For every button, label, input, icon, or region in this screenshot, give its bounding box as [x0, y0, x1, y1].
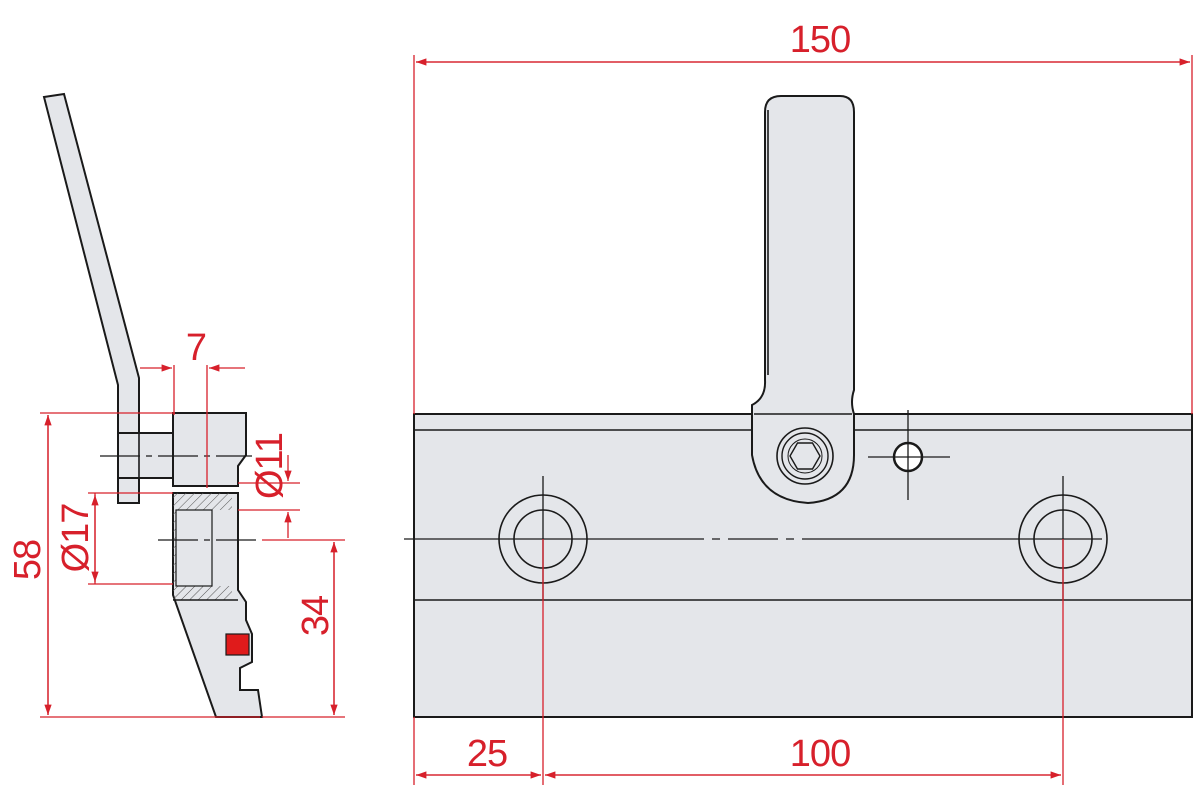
dim-label-100: 100 — [790, 733, 850, 775]
dim-label-150: 150 — [790, 19, 850, 61]
dim-label-7: 7 — [186, 327, 206, 369]
small-pin-hole — [868, 410, 950, 500]
dim-label-25: 25 — [467, 733, 507, 775]
dim-label-diameter-11: Ø11 — [249, 433, 291, 499]
dim-label-58: 58 — [7, 540, 49, 580]
front-lever — [751, 95, 855, 505]
side-upper-block — [172, 412, 247, 487]
front-dimensions — [413, 55, 1193, 785]
front-view — [404, 95, 1193, 718]
dim-label-diameter-17: Ø17 — [55, 504, 97, 573]
side-view — [42, 92, 264, 718]
side-dimensions — [40, 364, 345, 718]
hex-socket-screw — [776, 427, 834, 485]
side-red-marker — [225, 633, 250, 656]
dim-label-34: 34 — [295, 595, 337, 636]
